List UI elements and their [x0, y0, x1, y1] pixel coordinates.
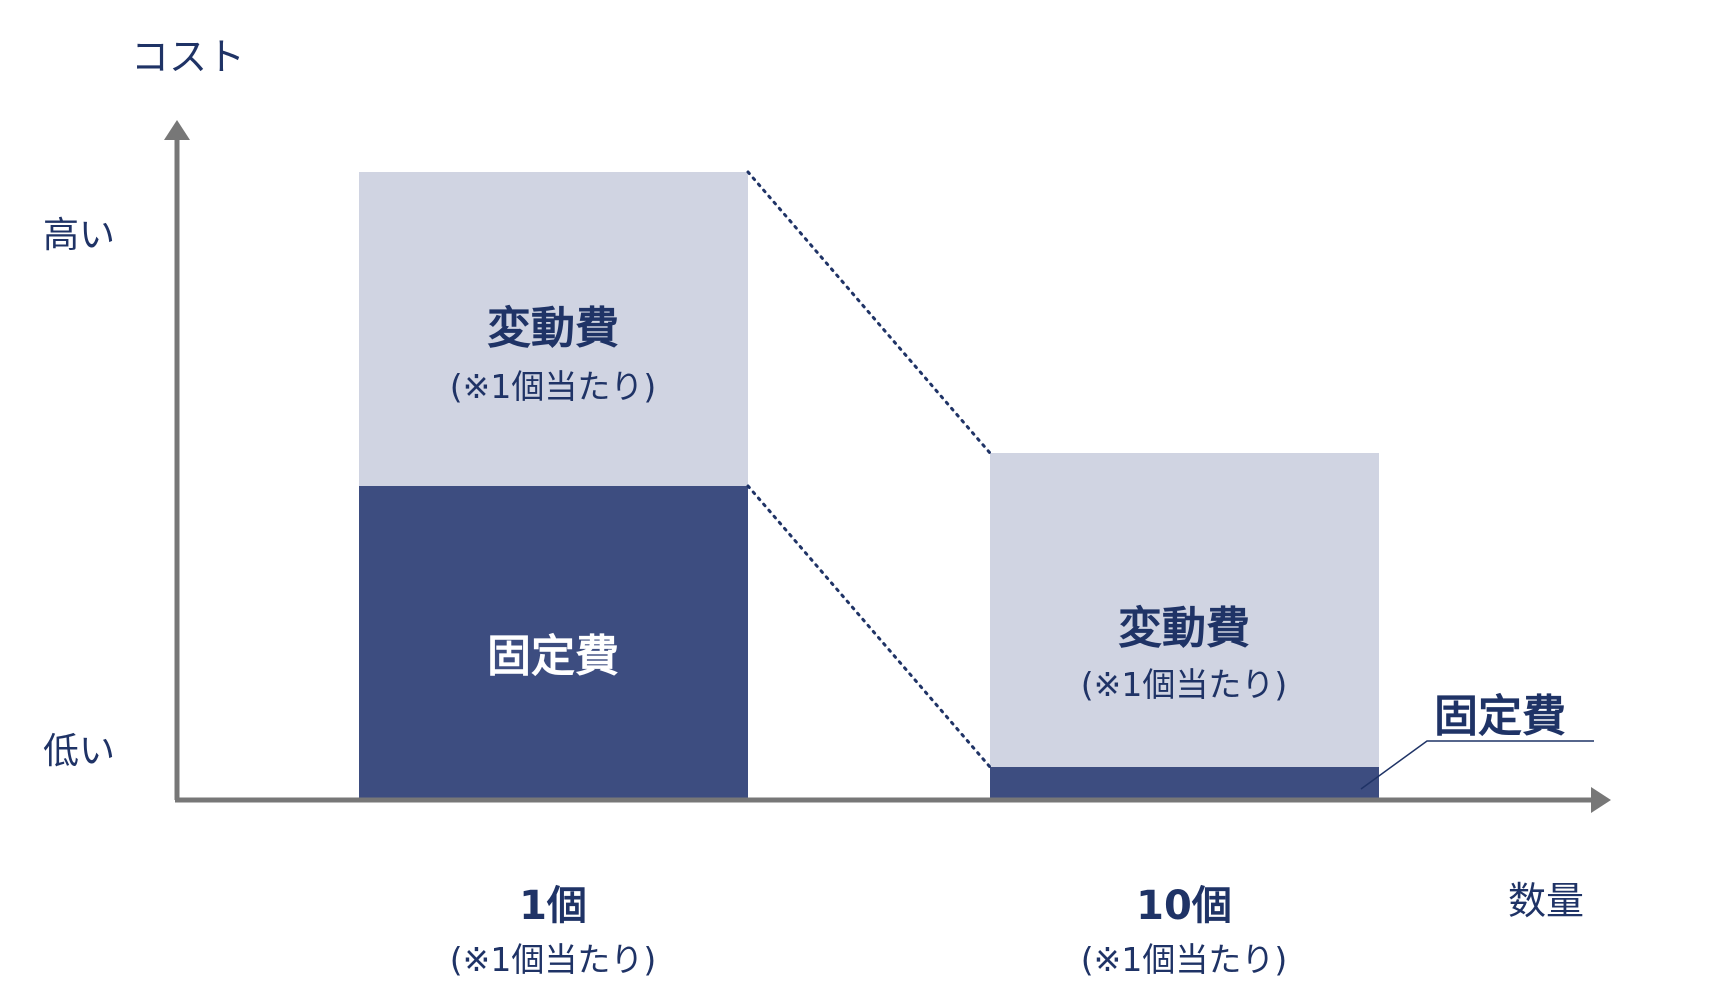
category-1-label: 1個: [519, 883, 587, 929]
y-axis-high-label: 高い: [43, 215, 116, 256]
bar-2-variable-label: 変動費: [1118, 603, 1250, 654]
bar-2-fixed-cost: [990, 767, 1379, 799]
x-axis-arrowhead: [1591, 787, 1611, 813]
category-1-note: (※1個当たり): [449, 940, 657, 979]
connector-top-dotted: [746, 170, 992, 455]
y-axis-title: コスト: [131, 35, 246, 79]
connector-middle-dotted: [746, 484, 992, 769]
category-2-note: (※1個当たり): [1080, 940, 1288, 979]
bar-1-variable-note: (※1個当たり): [449, 367, 657, 406]
bar-1-variable-cost: [359, 172, 748, 486]
y-axis-arrowhead: [164, 120, 190, 140]
category-2-label: 10個: [1136, 883, 1232, 929]
x-axis-title: 数量: [1508, 879, 1585, 923]
bar-1-variable-label: 変動費: [487, 303, 619, 354]
bar-2-variable-note: (※1個当たり): [1080, 665, 1288, 704]
bar-2-fixed-label: 固定費: [1434, 691, 1566, 742]
fixed-cost-callout-line: [1360, 740, 1594, 790]
bar-2-variable-cost: [990, 453, 1379, 767]
bar-1-fixed-label: 固定費: [487, 631, 619, 682]
y-axis-low-label: 低い: [43, 731, 116, 772]
bar-1-fixed-cost: [359, 486, 748, 799]
